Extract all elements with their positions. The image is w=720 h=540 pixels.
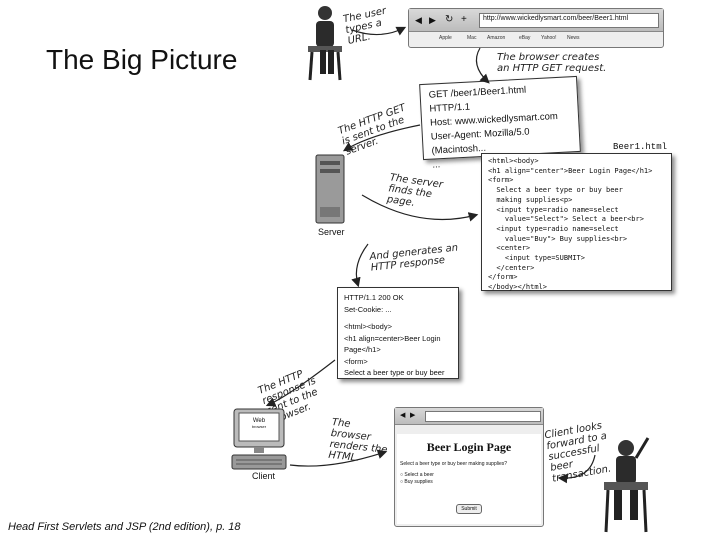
submit-button[interactable]: Submit — [456, 504, 482, 514]
code-line: <form> — [488, 176, 514, 185]
radio-option-select[interactable]: ○ Select a beer — [400, 472, 434, 478]
code-line: <input type=SUBMIT> — [488, 254, 585, 263]
code-line: <h1 align="center">Beer Login Page</h1> — [488, 166, 653, 175]
radio-label: Buy supplies — [404, 479, 433, 485]
browser-window-bottom: ◀ ▶ Beer Login Page Select a beer type o… — [394, 407, 544, 527]
forward-icon[interactable]: ▶ — [429, 15, 436, 25]
bookmark-item[interactable]: News — [567, 35, 580, 41]
bookmark-item[interactable]: Amazon — [487, 35, 506, 41]
address-bar[interactable]: http://www.wickedlysmart.com/beer/Beer1.… — [479, 13, 659, 28]
rendered-page: Beer Login Page Select a beer type or bu… — [397, 434, 541, 524]
code-line: <input type=radio name=select — [488, 205, 619, 214]
code-line: making supplies<p> — [488, 195, 573, 204]
server-label: Server — [318, 227, 345, 237]
code-line: </body></html> — [488, 283, 548, 292]
client-computer-icon — [231, 408, 287, 470]
monitor-screen-text: Web browser — [246, 418, 272, 429]
response-line: HTTP/1.1 200 OK — [344, 293, 404, 302]
response-line: <html><body> — [344, 322, 392, 331]
code-line: <input type=radio name=select — [488, 224, 619, 233]
user-illustration — [308, 6, 342, 81]
code-line: value="Buy"> Buy supplies<br> — [488, 234, 628, 243]
bookmark-item[interactable]: Mac — [467, 35, 477, 41]
address-bar-bottom[interactable] — [425, 411, 541, 422]
rendered-heading: Beer Login Page — [426, 440, 512, 454]
client-label: Client — [252, 471, 276, 481]
code-line: value="Select"> Select a beer<br> — [488, 215, 644, 224]
radio-option-buy[interactable]: ○ Buy supplies — [400, 479, 433, 485]
response-line: Set-Cookie: ... — [344, 304, 392, 314]
response-line: Select a beer type or buy beer — [344, 368, 445, 377]
forward-icon[interactable]: ▶ — [410, 412, 416, 419]
source-caption: Head First Servlets and JSP (2nd edition… — [8, 521, 241, 533]
monitor-web-label: Web — [252, 418, 266, 424]
http-response-box: HTTP/1.1 200 OK Set-Cookie: ... <html><b… — [337, 287, 459, 379]
add-icon[interactable]: + — [461, 14, 467, 25]
html-source-box: <html><body> <h1 align="center">Beer Log… — [481, 153, 672, 291]
code-line: <center> — [488, 244, 531, 253]
browser-window-top: ◀ ▶ ↻ + http://www.wickedlysmart.com/bee… — [408, 8, 664, 48]
html-file-name: Beer1.html — [613, 142, 668, 152]
rendered-prompt: Select a beer type or buy beer making su… — [400, 461, 508, 467]
response-line: <h1 align=center>Beer Login Page</h1> — [344, 333, 441, 355]
bookmark-item[interactable]: Apple — [439, 35, 452, 41]
reload-icon[interactable]: ↻ — [445, 14, 454, 25]
bookmark-item[interactable]: Yahoo! — [541, 35, 557, 41]
monitor-browser-label: browser — [251, 424, 267, 429]
bookmark-item[interactable]: eBay — [519, 35, 531, 41]
code-line: <html><body> — [488, 157, 539, 165]
code-line: Select a beer type or buy beer — [488, 186, 623, 195]
code-line: </form> — [488, 273, 518, 282]
server-icon — [315, 154, 345, 224]
client-person-illustration — [604, 437, 650, 533]
note-browser-creates: The browser creates an HTTP GET request. — [497, 52, 607, 74]
browser-toolbar-bottom: ◀ ▶ — [395, 408, 543, 425]
code-line: </center> — [488, 263, 535, 272]
back-icon[interactable]: ◀ — [415, 15, 422, 25]
browser-toolbar: ◀ ▶ ↻ + http://www.wickedlysmart.com/bee… — [409, 9, 663, 32]
back-icon[interactable]: ◀ — [400, 412, 406, 419]
radio-label: Select a beer — [404, 472, 434, 478]
response-line: <form> — [344, 356, 368, 366]
slide-title: The Big Picture — [46, 44, 238, 75]
